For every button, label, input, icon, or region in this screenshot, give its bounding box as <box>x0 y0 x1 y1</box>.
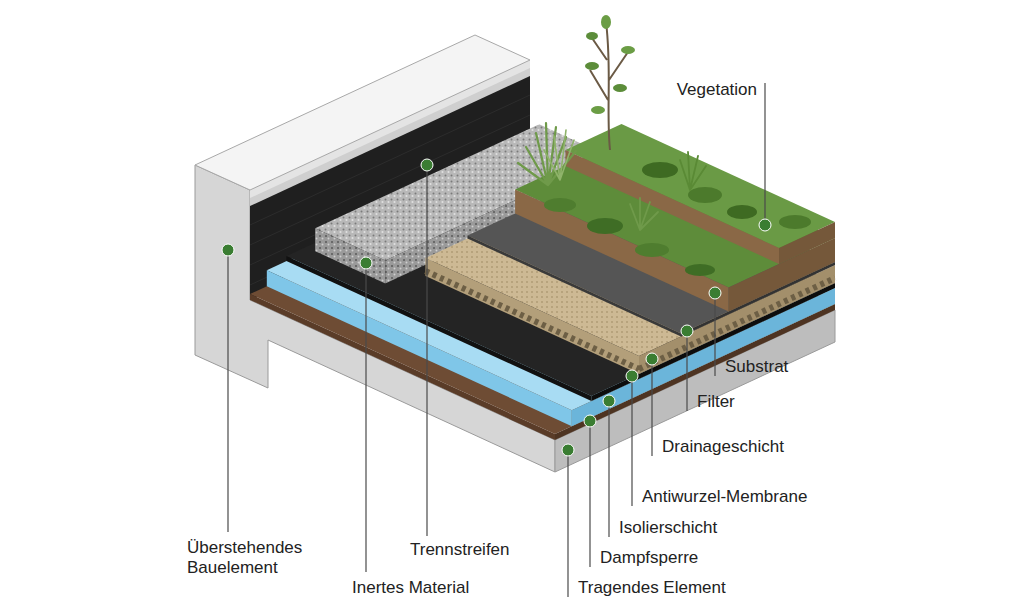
substrate-tier-front <box>566 150 780 264</box>
leader-line <box>686 337 687 411</box>
layer-label: Isolierschicht <box>619 518 717 538</box>
leader-line <box>651 365 652 456</box>
plant <box>642 162 678 178</box>
layer-label: Filter <box>697 392 735 412</box>
callout-dot <box>584 415 596 427</box>
grass-clump <box>630 198 658 230</box>
layer-label: Drainageschicht <box>662 437 784 457</box>
leader-line <box>608 407 609 537</box>
filter-front <box>468 236 682 337</box>
shrub-stem <box>590 22 628 150</box>
leader-line <box>227 256 228 532</box>
plant <box>685 264 715 276</box>
plant <box>688 187 722 203</box>
substrate-tier-side <box>779 222 835 264</box>
plant <box>727 205 757 219</box>
callout-dot <box>646 353 658 365</box>
callout-dot <box>222 244 234 256</box>
leaf <box>586 32 598 40</box>
callout-dot <box>360 257 372 269</box>
plant <box>587 218 623 234</box>
layer-label: Tragendes Element <box>578 578 726 598</box>
layer-label: Überstehendes Bauelement <box>187 538 337 579</box>
callout-dot <box>626 370 638 382</box>
leaf <box>591 106 605 114</box>
callout-dot <box>709 287 721 299</box>
leaf <box>601 15 611 29</box>
leader-line <box>365 269 366 572</box>
leader-line <box>714 299 715 376</box>
layer-label: Antiwurzel-Membrane <box>642 487 807 507</box>
callout-dot <box>562 444 574 456</box>
plant <box>544 198 576 212</box>
callout-dots <box>222 159 771 456</box>
layer-label: Inertes Material <box>352 578 469 598</box>
leader-line <box>631 382 632 506</box>
layer-label: Substrat <box>725 357 788 377</box>
leader-line <box>589 427 590 567</box>
leaf <box>613 84 627 92</box>
callout-dot <box>759 219 771 231</box>
gravel-front <box>315 228 385 283</box>
callout-dot <box>603 395 615 407</box>
plant <box>635 243 669 257</box>
layer-label: Vegetation <box>677 80 757 100</box>
grass-clump <box>544 130 574 180</box>
callout-dot <box>681 325 693 337</box>
grass-clump <box>518 123 576 185</box>
grass-clump <box>680 152 706 190</box>
plant <box>779 215 811 229</box>
leaf <box>621 46 635 54</box>
leader-line <box>426 171 427 536</box>
layer-label: Dampfsperre <box>600 548 698 568</box>
leader-line <box>567 456 568 597</box>
substrate-tier-top <box>566 124 836 248</box>
leader-lines <box>228 83 765 597</box>
vegetation <box>518 15 811 276</box>
leader-line <box>764 83 765 219</box>
callout-dot <box>421 159 433 171</box>
layer-label: Trennstreifen <box>410 540 510 560</box>
leaf <box>585 62 599 70</box>
